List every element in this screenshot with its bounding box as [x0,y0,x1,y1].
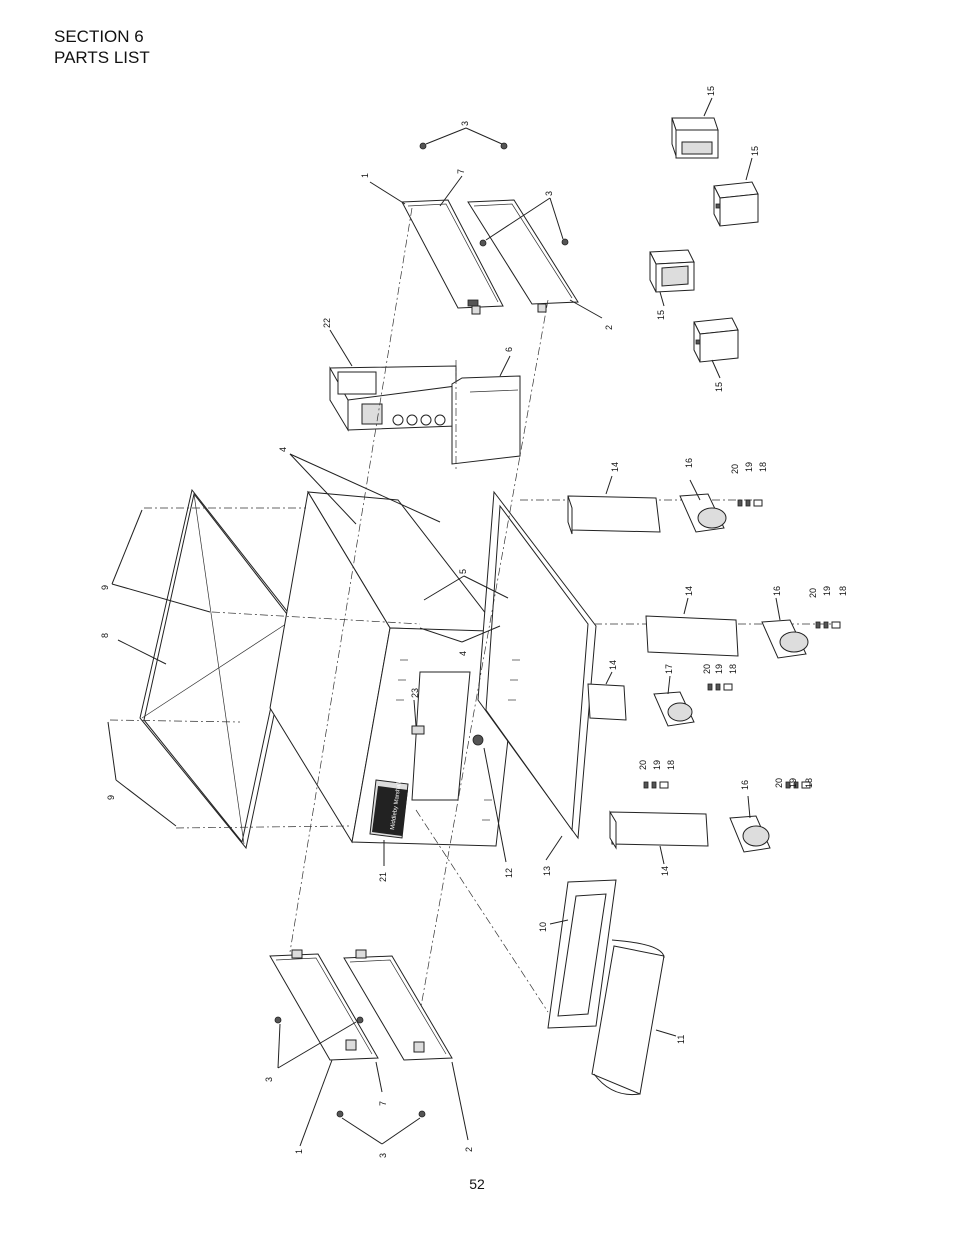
screw-b [500,142,508,150]
callout-labels: 1 7 3 3 2 15 15 15 15 22 6 4 5 4 9 8 9 2… [100,86,848,1158]
callout-20: 20 [730,464,740,474]
callout-1: 1 [360,173,370,178]
oven-body [269,490,521,847]
callout-15: 15 [656,310,666,320]
callout-7: 7 [456,169,466,174]
callout-19: 19 [652,760,662,770]
end-plug-lower-right [343,949,453,1061]
oven-top-panel [139,488,295,850]
callout-15: 15 [714,382,724,392]
screw-a [419,142,427,150]
oven-vents [396,659,520,821]
callout-16: 16 [740,780,750,790]
callout-19: 19 [714,664,724,674]
leg-set-1 [567,493,763,535]
leg-set-2 [645,615,841,659]
foot-bracket-3 [649,249,695,293]
leg-set-4 [609,781,811,853]
callout-2: 2 [464,1147,474,1152]
section-label: SECTION 6 [54,27,144,46]
callout-19: 19 [788,778,798,788]
page-title: PARTS LIST [54,48,150,67]
callout-16: 16 [684,458,694,468]
callout-20: 20 [774,778,784,788]
callout-6: 6 [504,347,514,352]
window-assembly [591,939,665,1096]
callout-2: 2 [604,325,614,330]
screw-g [336,1110,344,1118]
callout-3: 3 [378,1153,388,1158]
callout-14: 14 [608,660,618,670]
callout-18: 18 [804,778,814,788]
screw-c [479,239,487,247]
callout-14: 14 [684,586,694,596]
leg-set-3 [587,683,733,727]
page-heading: SECTION 6 PARTS LIST [54,26,150,68]
end-plug-upper-right [467,199,579,313]
control-box-cover [451,375,521,465]
callout-23: 23 [410,688,420,698]
callout-15: 15 [750,146,760,156]
conveyor-rail [477,490,597,840]
callout-9: 9 [106,795,116,800]
middleby-marshall-logo: Middleby Marshall [372,782,408,836]
callout-15: 15 [706,86,716,96]
callout-16: 16 [772,586,782,596]
callout-17: 17 [664,664,674,674]
screw-f [356,1016,364,1024]
control-box [329,365,457,432]
callout-11: 11 [676,1035,686,1044]
callout-20: 20 [638,760,648,770]
screw-d [561,238,569,246]
callout-12: 12 [504,868,514,878]
callout-21: 21 [378,872,388,882]
callout-3: 3 [544,191,554,196]
callout-5: 5 [458,569,468,574]
callout-3: 3 [460,121,470,126]
callout-4: 4 [278,447,288,452]
callout-1: 1 [294,1149,304,1154]
end-plug-lower-left [269,949,379,1061]
page-number: 52 [469,1176,485,1192]
callout-19: 19 [822,586,832,596]
callout-18: 18 [728,664,738,674]
callout-20: 20 [702,664,712,674]
screw-e [274,1016,282,1024]
callout-22: 22 [322,318,332,328]
callout-20: 20 [808,588,818,598]
callout-18: 18 [666,760,676,770]
screw-h [418,1110,426,1118]
callout-19: 19 [744,462,754,472]
callout-14: 14 [610,462,620,472]
callout-13: 13 [542,866,552,876]
callout-7: 7 [378,1101,388,1106]
callout-9: 9 [100,585,110,590]
callout-14: 14 [660,866,670,876]
callout-18: 18 [758,462,768,472]
callout-3: 3 [264,1077,274,1082]
crumb-tray [547,879,617,1029]
callout-10: 10 [538,922,548,932]
foot-bracket-2 [713,181,759,227]
foot-bracket-1 [671,117,719,159]
callout-4: 4 [458,651,468,656]
callout-8: 8 [100,633,110,638]
foot-bracket-4 [693,317,739,363]
end-plug-upper-left [401,199,504,315]
callout-18: 18 [838,586,848,596]
